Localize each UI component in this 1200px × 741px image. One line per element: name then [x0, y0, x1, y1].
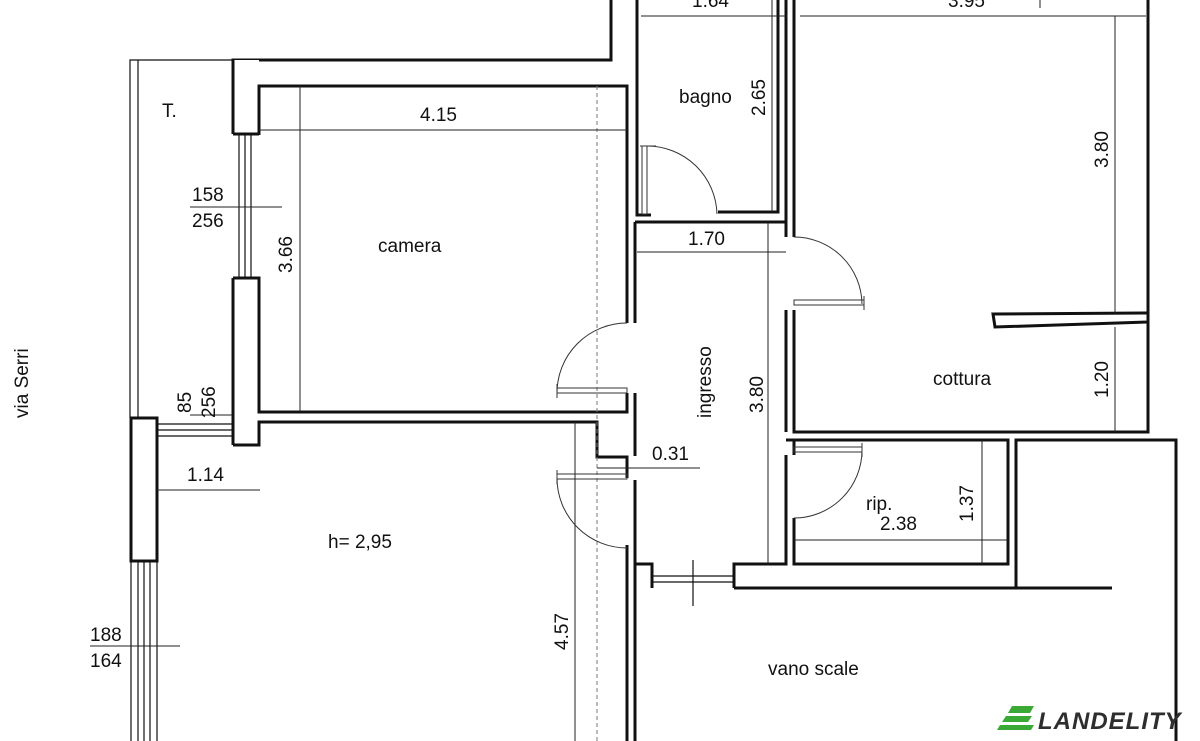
landelity-logo: LANDELITY — [997, 706, 1183, 735]
stairwell-label: vano scale — [768, 659, 859, 680]
dim-window-85: 85 — [175, 392, 196, 413]
wall-bedroom-bottom — [233, 276, 629, 414]
wall-bath-bottom — [718, 0, 780, 214]
terrace-label: T. — [162, 101, 177, 122]
wall-living-west — [129, 416, 159, 563]
measurement-labels: 1.64 3.95 4.15 2.65 3.80 158 256 3.66 1.… — [90, 0, 1113, 672]
wall-living-top — [233, 420, 629, 478]
wall-entrance-top — [635, 220, 788, 237]
doors — [556, 145, 865, 549]
entrance-label: ingresso — [695, 346, 716, 418]
dim-window-256a: 256 — [192, 211, 224, 232]
logo-text: LANDELITY — [1038, 708, 1183, 735]
dim-storage-depth: 1.37 — [957, 485, 978, 522]
dim-window-158: 158 — [192, 185, 224, 206]
kitchen-label: cottura — [933, 369, 992, 390]
wall-kitchen — [792, 310, 1150, 434]
dim-storage-width: 2.38 — [880, 514, 917, 535]
wall-entrance-right — [732, 455, 788, 588]
dim-living-457: 4.57 — [552, 613, 573, 650]
dim-bath-depth: 2.65 — [749, 79, 770, 116]
dimension-lines — [90, 0, 1146, 741]
wall-bedroom-outer — [257, 84, 629, 323]
dim-bedroom-width: 4.15 — [420, 105, 457, 126]
storage-label: rip. — [866, 494, 892, 515]
street-label: via Serri — [12, 348, 33, 418]
wall-storage — [786, 438, 1010, 566]
bathroom-label: bagno — [679, 87, 732, 108]
dim-kitchen-depth: 1.20 — [1092, 361, 1113, 398]
logo-stripe-top — [1008, 706, 1034, 713]
dim-living-114: 1.14 — [187, 465, 224, 486]
dim-entrance-depth: 3.80 — [747, 376, 768, 413]
terrace-outline — [129, 59, 233, 418]
room-labels: T. camera bagno ingresso cottura rip. h=… — [12, 87, 992, 680]
living-height-label: h= 2,95 — [328, 532, 392, 553]
dim-window-164: 164 — [90, 651, 122, 672]
wall-east — [1014, 438, 1178, 741]
dim-living-width: 3.95 — [948, 0, 985, 12]
dim-bedroom-depth: 3.66 — [276, 236, 297, 273]
wall-bath-left — [635, 0, 651, 217]
dim-window-188: 188 — [90, 625, 122, 646]
partition-kitchen — [991, 311, 1150, 329]
dim-entrance-width: 1.70 — [688, 229, 725, 250]
bedroom-label: camera — [378, 236, 442, 257]
dim-living-depth: 3.80 — [1092, 131, 1113, 168]
dim-bath-width: 1.64 — [692, 0, 729, 12]
walls — [129, 0, 1178, 741]
dim-wall-031: 0.31 — [652, 444, 689, 465]
dim-window-256b: 256 — [199, 386, 220, 418]
